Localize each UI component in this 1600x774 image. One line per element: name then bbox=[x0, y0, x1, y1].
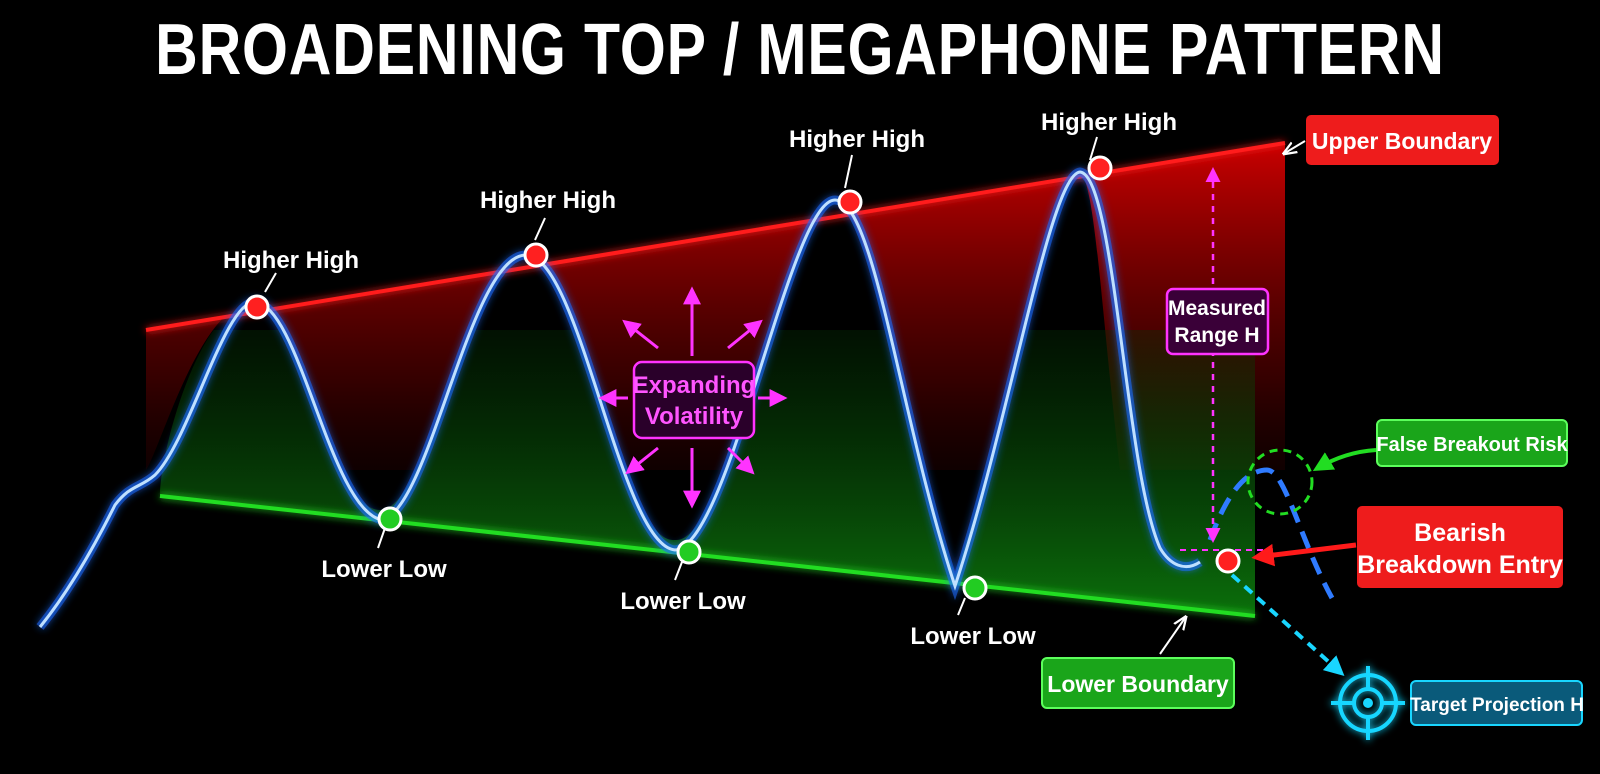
target-projection-callout: Target Projection H bbox=[1331, 666, 1584, 740]
measured-range-line1: Measured bbox=[1168, 297, 1266, 320]
bearish-entry-arrow bbox=[1251, 542, 1357, 567]
measured-range-callout: Measured Range H bbox=[1165, 287, 1270, 356]
bearish-breakdown-line2: Breakdown Entry bbox=[1357, 551, 1563, 579]
target-projection-box bbox=[1410, 680, 1583, 726]
label-ticks bbox=[264, 136, 1098, 616]
lower-low-marker bbox=[676, 539, 702, 565]
lower-boundary-pointer bbox=[1159, 618, 1185, 655]
higher-high-label-2: Higher High bbox=[480, 187, 616, 214]
bearish-breakdown-callout: Bearish Breakdown Entry bbox=[1357, 506, 1563, 588]
false-breakout-label: False Breakout Risk bbox=[1376, 434, 1568, 456]
false-breakout-box bbox=[1376, 419, 1568, 467]
higher-high-marker bbox=[1087, 155, 1113, 181]
measured-range-line2: Range H bbox=[1174, 324, 1259, 347]
measured-range-box bbox=[1165, 287, 1270, 356]
upper-shaded-region bbox=[146, 143, 1285, 470]
bearish-breakdown-line1: Bearish bbox=[1414, 519, 1506, 547]
lower-low-label-3: Lower Low bbox=[910, 623, 1036, 650]
expanding-volatility-line1: Expanding bbox=[633, 372, 756, 399]
price-line-core bbox=[38, 170, 1201, 628]
higher-high-marker bbox=[837, 189, 863, 215]
target-projection-arrow bbox=[1230, 573, 1345, 677]
crosshair-target-icon bbox=[1331, 666, 1405, 740]
false-breakout-callout: False Breakout Risk bbox=[1376, 419, 1568, 467]
upper-boundary-label: Upper Boundary bbox=[1312, 128, 1492, 154]
higher-high-markers bbox=[244, 155, 1241, 574]
price-line-projection bbox=[1207, 467, 1335, 600]
higher-high-marker bbox=[523, 242, 549, 268]
upper-boundary-callout: Upper Boundary bbox=[1306, 115, 1499, 165]
lower-low-marker bbox=[377, 506, 403, 532]
bearish-breakdown-box bbox=[1357, 506, 1563, 588]
lower-boundary-label: Lower Boundary bbox=[1047, 671, 1229, 697]
lower-low-markers bbox=[377, 506, 988, 601]
lower-low-label-2: Lower Low bbox=[620, 588, 746, 615]
lower-boundary-box bbox=[1041, 657, 1235, 709]
expanding-volatility-box bbox=[632, 360, 756, 440]
lower-low-marker bbox=[962, 575, 988, 601]
upper-boundary-pointer bbox=[1285, 140, 1306, 153]
lower-boundary-callout: Lower Boundary bbox=[1041, 657, 1235, 709]
upper-boundary-box bbox=[1306, 115, 1499, 165]
lower-boundary-line bbox=[159, 494, 1256, 618]
target-projection-label: Target Projection H bbox=[1410, 695, 1584, 716]
breakdown-entry-marker bbox=[1215, 548, 1241, 574]
expanding-volatility-callout: Expanding Volatility bbox=[598, 286, 788, 509]
false-breakout-circle bbox=[1246, 448, 1314, 516]
higher-high-label-1: Higher High bbox=[223, 247, 359, 274]
higher-high-label-3: Higher High bbox=[789, 126, 925, 153]
higher-high-marker bbox=[244, 294, 270, 320]
higher-high-label-4: Higher High bbox=[1041, 109, 1177, 136]
lower-low-label-1: Lower Low bbox=[321, 556, 447, 583]
false-breakout-arrow bbox=[1312, 448, 1377, 472]
page-title: BROADENING TOP / MEGAPHONE PATTERN bbox=[155, 10, 1445, 90]
expanding-volatility-line2: Volatility bbox=[645, 403, 744, 430]
